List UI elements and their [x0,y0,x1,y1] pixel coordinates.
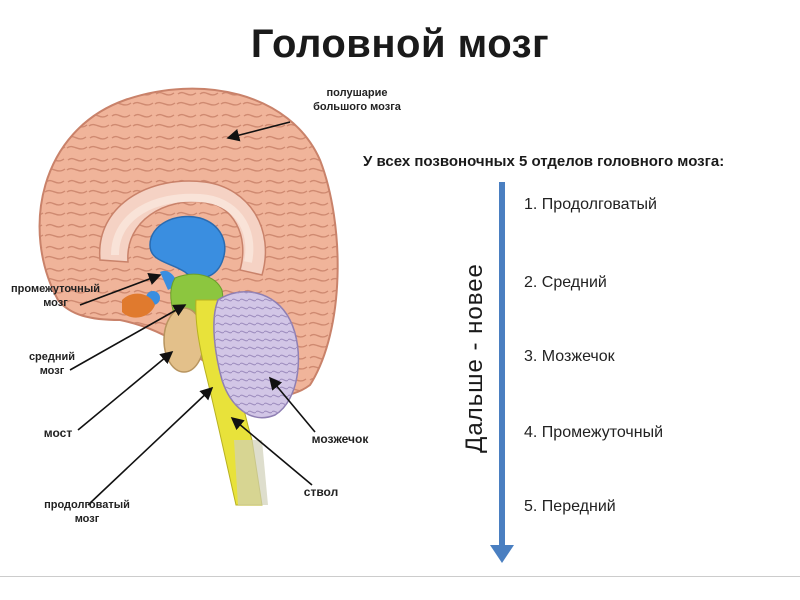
item-number: 3. [524,348,537,365]
list-item: 5. Передний [524,498,616,516]
subtitle: У всех позвоночных 5 отделов головного м… [363,153,724,170]
divider [0,576,800,577]
item-name: Промежуточный [542,424,663,441]
list-item: 4. Промежуточный [524,424,663,442]
axis-label-text: Дальше - новее [461,263,489,453]
item-name: Продолговатый [542,196,657,213]
list-item: 3. Мозжечок [524,348,615,366]
axis-label: Дальше - новее [455,238,495,478]
list-item: 2. Средний [524,274,607,292]
item-number: 5. [524,498,537,515]
list-item: 1. Продолговатый [524,196,657,214]
item-number: 1. [524,196,537,213]
label-pons: мост [38,426,78,440]
item-number: 2. [524,274,537,291]
item-name: Средний [542,274,607,291]
item-number: 4. [524,424,537,441]
item-name: Передний [542,498,616,515]
label-stem: ствол [296,485,346,499]
item-name: Мозжечок [542,348,615,365]
label-cerebellum: мозжечок [300,432,380,446]
